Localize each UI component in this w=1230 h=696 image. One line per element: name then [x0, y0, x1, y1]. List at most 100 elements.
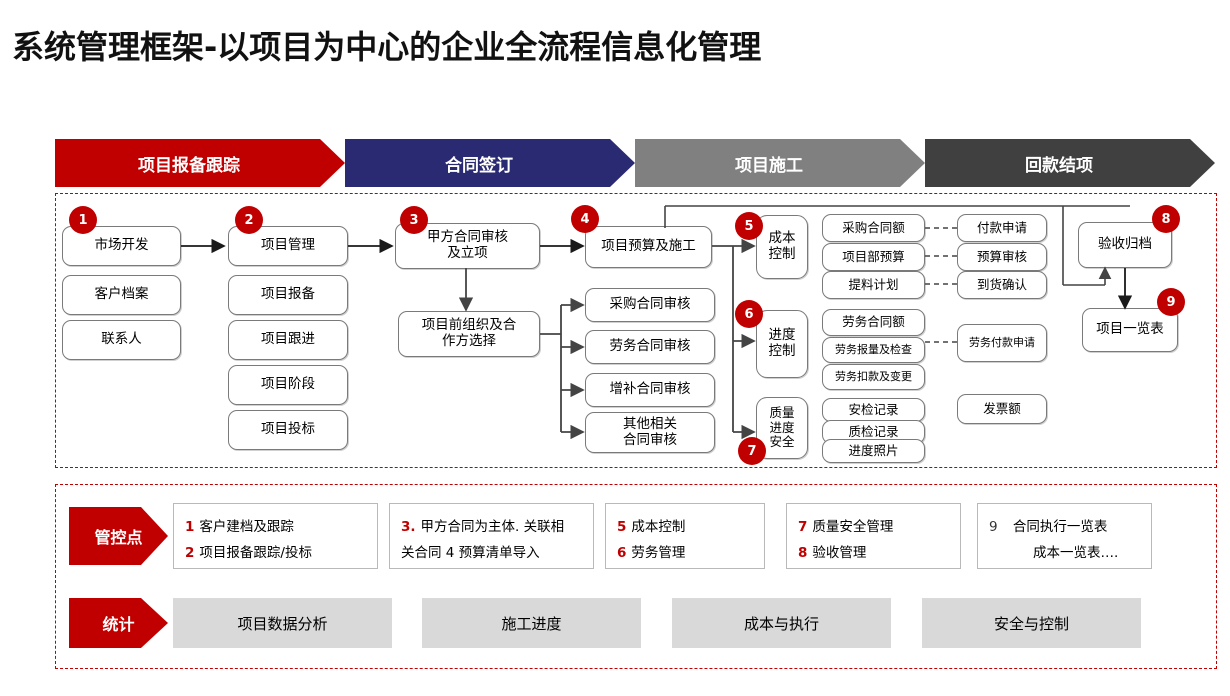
node-contacts[interactable]: 联系人 [62, 320, 181, 360]
badge-number: 1 [78, 212, 88, 228]
node-label: 到货确认 [976, 276, 1027, 292]
page-title: 系统管理框架-以项目为中心的企业全流程信息化管理 [12, 28, 762, 66]
node-customer-file[interactable]: 客户档案 [62, 275, 181, 315]
badge-6: 6 [735, 300, 763, 328]
node-label: 预算审核 [976, 248, 1027, 264]
badge-8: 8 [1152, 205, 1180, 233]
phase-label: 项目施工 [735, 155, 803, 176]
badge-number: 3 [409, 212, 419, 228]
node-label: 进度照片 [848, 442, 899, 458]
cp-number: 9 [989, 519, 998, 535]
node-market-development[interactable]: 市场开发 [62, 226, 181, 266]
node-label: 劳务合同额 [842, 314, 905, 330]
node-client-contract-review[interactable]: 甲方合同审核 及立项 [395, 223, 540, 269]
cp-text: 劳务管理 [631, 545, 686, 561]
node-labor-deduction-change[interactable]: 劳务扣款及变更 [822, 364, 925, 390]
node-payment-application[interactable]: 付款申请 [957, 214, 1047, 242]
control-point-line: 9 合同执行一览表 [989, 514, 1142, 540]
badge-number: 9 [1166, 294, 1176, 310]
cp-number: 2 [185, 545, 195, 561]
node-project-stage[interactable]: 项目阶段 [228, 365, 348, 405]
node-label: 质检记录 [848, 423, 899, 439]
badge-number: 7 [747, 443, 757, 459]
cp-text: 甲方合同为主体. 关联相 [420, 519, 565, 535]
node-labor-payment-application[interactable]: 劳务付款申请 [957, 324, 1047, 362]
node-label: 发票额 [983, 400, 1021, 416]
node-safety-inspection-record[interactable]: 安检记录 [822, 398, 925, 422]
bottom-section-frame [55, 484, 1217, 669]
node-label: 项目跟进 [261, 331, 315, 348]
node-progress-photo[interactable]: 进度照片 [822, 439, 925, 463]
node-label: 质量 进度 安全 [769, 404, 795, 450]
node-invoice-amount[interactable]: 发票额 [957, 394, 1047, 424]
node-acceptance-archiving[interactable]: 验收归档 [1078, 222, 1172, 268]
node-budget-approval[interactable]: 预算审核 [957, 243, 1047, 271]
node-purchase-contract-amount[interactable]: 采购合同额 [822, 214, 925, 242]
statistics-label: 项目数据分析 [237, 614, 328, 633]
statistics-item-3[interactable]: 成本与执行 [672, 598, 891, 648]
node-project-dept-budget[interactable]: 项目部预算 [822, 243, 925, 271]
control-point-group-5[interactable]: 9 合同执行一览表 成本一览表…. [977, 503, 1152, 569]
statistics-label: 安全与控制 [993, 614, 1069, 633]
control-point-group-2[interactable]: 3.甲方合同为主体. 关联相 关合同 4 预算清单导入 [389, 503, 594, 569]
node-progress-control[interactable]: 进度 控制 [756, 310, 808, 378]
node-pre-organization[interactable]: 项目前组织及合 作方选择 [398, 311, 540, 357]
node-labor-contract-amount[interactable]: 劳务合同额 [822, 309, 925, 336]
cp-text: 验收管理 [812, 545, 867, 561]
node-budget-construction[interactable]: 项目预算及施工 [585, 226, 712, 268]
node-cost-control[interactable]: 成本 控制 [756, 215, 808, 279]
node-label: 成本 控制 [768, 230, 796, 262]
badge-1: 1 [69, 206, 97, 234]
badge-number: 6 [744, 306, 754, 322]
node-quality-safety-control[interactable]: 质量 进度 安全 [756, 397, 808, 459]
node-labor-contract-review[interactable]: 劳务合同审核 [585, 330, 715, 364]
statistics-label: 成本与执行 [743, 614, 819, 633]
statistics-item-2[interactable]: 施工进度 [422, 598, 641, 648]
node-label: 项目预算及施工 [601, 238, 696, 255]
phase-arrow-4[interactable]: 回款结项 [925, 139, 1215, 187]
node-material-plan[interactable]: 提料计划 [822, 271, 925, 299]
badge-3: 3 [400, 206, 428, 234]
node-label: 客户档案 [94, 286, 149, 303]
node-project-management[interactable]: 项目管理 [228, 226, 348, 266]
phase-arrow-3[interactable]: 项目施工 [635, 139, 925, 187]
statistics-item-1[interactable]: 项目数据分析 [173, 598, 392, 648]
node-purchase-contract-review[interactable]: 采购合同审核 [585, 288, 715, 322]
control-point-line: 关合同 4 预算清单导入 [401, 540, 584, 566]
node-label: 付款申请 [976, 219, 1027, 235]
node-project-list[interactable]: 项目一览表 [1082, 308, 1178, 352]
badge-number: 2 [244, 212, 254, 228]
node-project-bidding[interactable]: 项目投标 [228, 410, 348, 450]
node-label: 其他相关 合同审核 [623, 415, 677, 448]
node-arrival-confirmation[interactable]: 到货确认 [957, 271, 1047, 299]
cp-text: 关合同 4 预算清单导入 [401, 545, 540, 561]
node-labor-quantity-check[interactable]: 劳务报量及检查 [822, 337, 925, 363]
node-project-followup[interactable]: 项目跟进 [228, 320, 348, 360]
phase-arrow-2[interactable]: 合同签订 [345, 139, 635, 187]
node-label: 甲方合同审核 及立项 [427, 229, 508, 261]
badge-2: 2 [235, 206, 263, 234]
node-label: 项目阶段 [261, 376, 315, 393]
node-project-filing[interactable]: 项目报备 [228, 275, 348, 315]
node-supplement-contract-review[interactable]: 增补合同审核 [585, 373, 715, 407]
node-other-contract-review[interactable]: 其他相关 合同审核 [585, 412, 715, 453]
badge-9: 9 [1157, 288, 1185, 316]
node-label: 采购合同审核 [609, 296, 691, 313]
statistics-item-4[interactable]: 安全与控制 [922, 598, 1141, 648]
node-label: 联系人 [101, 331, 142, 348]
phase-arrow-1[interactable]: 项目报备跟踪 [55, 139, 345, 187]
statistics-label: 施工进度 [501, 614, 562, 633]
node-label: 进度 控制 [768, 327, 796, 359]
cp-text: 质量安全管理 [812, 519, 894, 535]
cp-number: 8 [798, 545, 808, 561]
control-point-line: 成本一览表…. [989, 540, 1142, 566]
